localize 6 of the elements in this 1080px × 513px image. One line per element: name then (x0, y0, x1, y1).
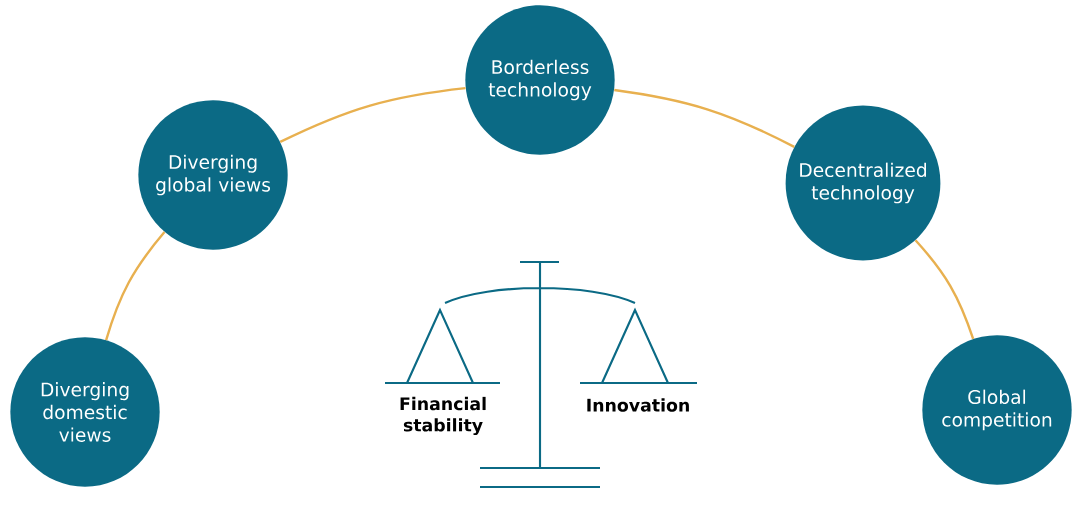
scale-label: Financial stability (400, 396, 486, 436)
connector-arc (105, 231, 166, 341)
connector-arc (914, 239, 975, 340)
connector-arc (279, 86, 466, 143)
connector-arc (614, 88, 795, 148)
scale-label: Innovation (587, 398, 689, 412)
